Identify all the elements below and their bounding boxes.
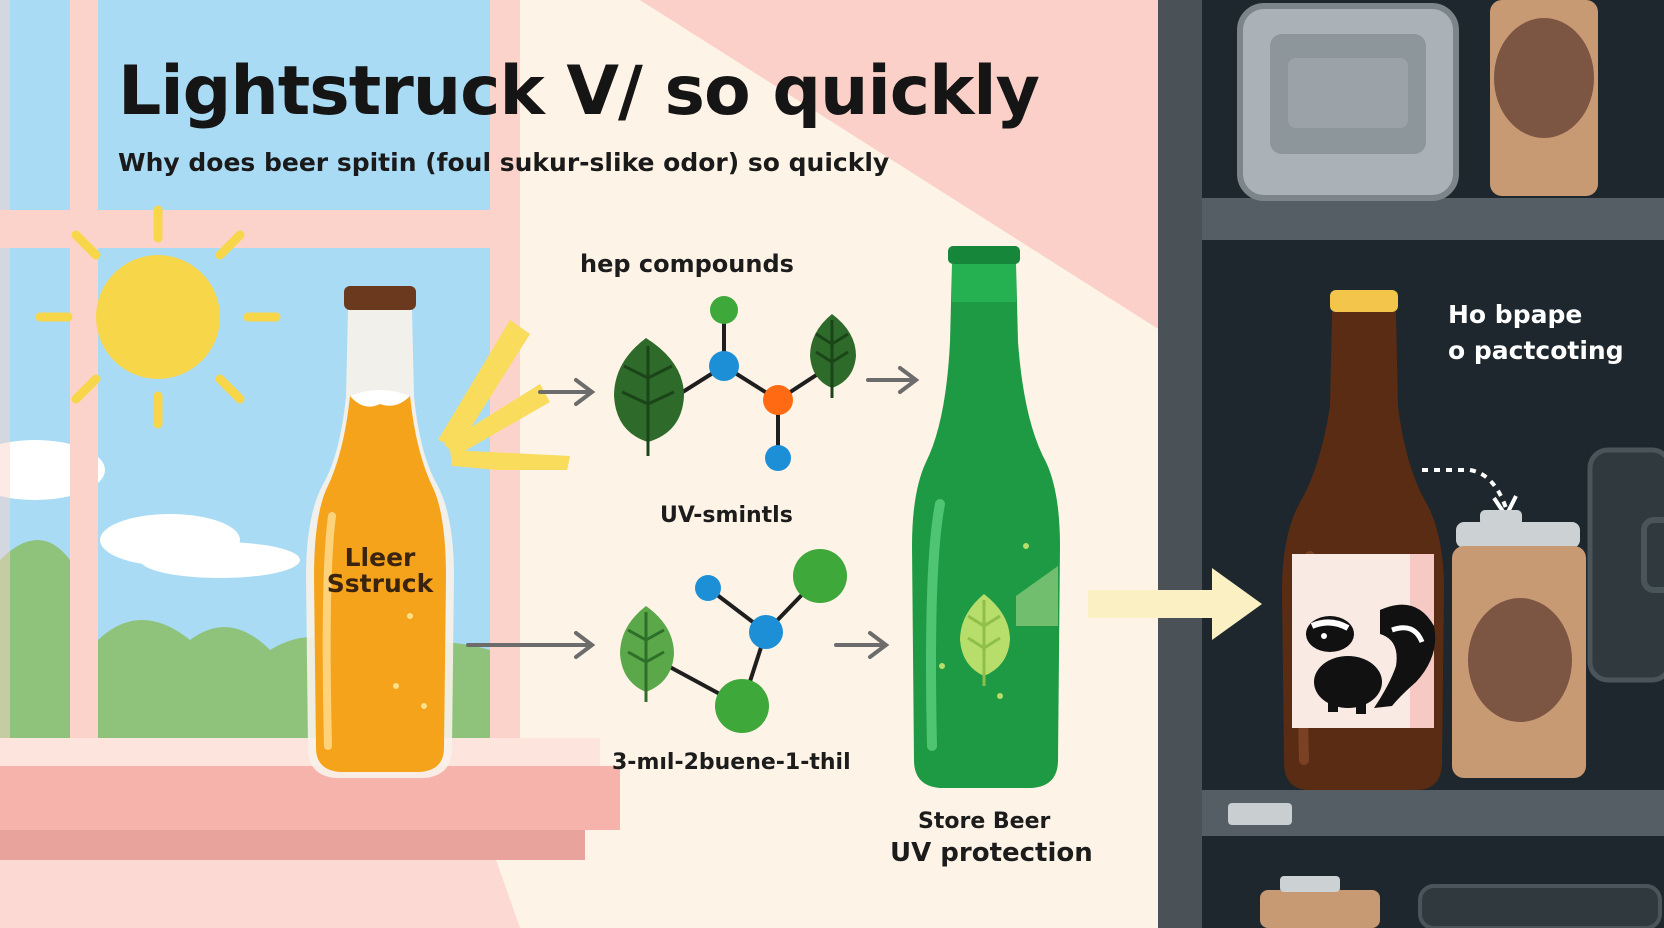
light-rays-icon — [438, 320, 570, 470]
dark-shelf — [1237, 0, 1664, 928]
sun-icon — [35, 205, 281, 429]
skunk-icon — [1306, 604, 1436, 714]
hop-compounds-label: hep compounds — [580, 250, 794, 278]
uv-smells-label: UV-smintls — [660, 503, 793, 528]
bottle-label-line2: Sstruck — [326, 569, 434, 598]
bottle-label-line1: Lleer — [344, 543, 416, 572]
molecule-icon — [710, 296, 738, 324]
green-beer-bottle — [912, 246, 1060, 788]
arrow-right-icon — [1088, 568, 1262, 640]
packaging-label: Ho bpape o pactcoting — [1448, 297, 1624, 369]
page-title: Lightstruck V/ so quickly — [118, 52, 1040, 131]
hop-leaf-icon — [614, 338, 684, 456]
molecule-icon — [695, 575, 721, 601]
amber-beer-bottle — [306, 286, 454, 778]
arrow-right-icon — [538, 378, 596, 406]
arrow-right-icon — [834, 631, 890, 659]
thiol-molecule — [620, 549, 847, 733]
uv-protection-label: UV protection — [890, 838, 1093, 868]
store-beer-label: Store Beer — [918, 809, 1051, 834]
packaging-line1: Ho bpape — [1448, 300, 1583, 329]
packaging-line2: o pactcoting — [1448, 336, 1624, 365]
arrow-right-icon — [466, 631, 596, 659]
hop-leaf-icon — [810, 314, 856, 398]
hop-leaf-icon — [620, 606, 674, 702]
bottle-label: Lleer Sstruck — [300, 545, 460, 597]
thiol-label: 3-mıl-2buene-1-thil — [612, 750, 851, 775]
arrow-right-icon — [866, 366, 920, 394]
hop-compounds-molecule — [614, 296, 856, 471]
hop-leaf-icon — [960, 594, 1010, 686]
page-subtitle: Why does beer spitin (foul sukur-slike o… — [118, 148, 890, 177]
